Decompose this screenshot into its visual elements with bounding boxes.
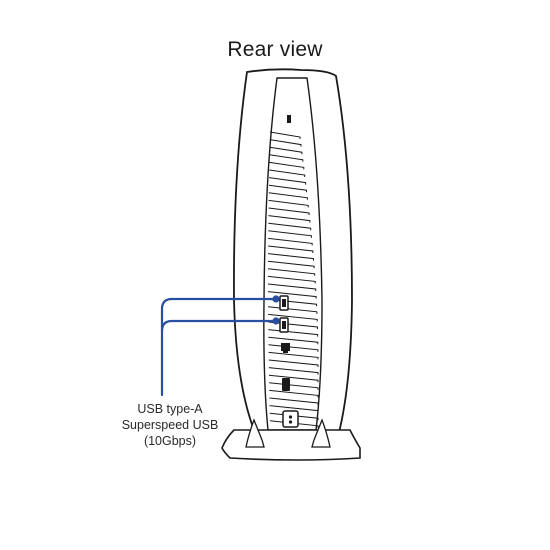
vent-slat — [268, 184, 308, 193]
stand-inner-right — [311, 418, 331, 448]
callout-line-1: USB type-A — [137, 402, 203, 416]
lan-port — [281, 343, 290, 353]
callout-connector — [160, 295, 280, 397]
vent-slat — [268, 359, 319, 367]
vent-slat — [268, 245, 314, 253]
vent-slat — [269, 131, 301, 139]
vent-slat — [267, 275, 316, 284]
vent-slat — [268, 351, 319, 360]
top-slot — [287, 115, 291, 123]
power-port — [282, 410, 299, 428]
usb-callout-label: USB type-A Superspeed USB (10Gbps) — [110, 401, 230, 449]
callout-line-3: (10Gbps) — [143, 434, 197, 448]
vent-slat — [268, 336, 319, 345]
vent-grille — [267, 131, 319, 428]
vent-slat — [268, 177, 307, 185]
vent-slat — [269, 139, 302, 147]
callout-line-2: Superspeed USB — [121, 418, 219, 432]
vent-slat — [269, 397, 319, 405]
vent-slat — [268, 367, 319, 375]
vent-slat — [268, 374, 319, 383]
stand-inner-left — [245, 418, 265, 448]
vent-slat — [268, 222, 312, 231]
vent-slat — [268, 215, 311, 223]
vent-slat — [269, 169, 306, 177]
vent-slat — [267, 283, 317, 291]
vent-slat — [267, 268, 316, 276]
vent-slat — [269, 161, 305, 170]
diagram-title: Rear view — [227, 38, 323, 61]
vent-slat — [268, 230, 312, 238]
vent-slat — [267, 291, 317, 299]
vent-slat — [269, 146, 303, 155]
stand — [221, 429, 361, 461]
vent-slat — [269, 405, 319, 413]
vent-slat — [268, 253, 314, 261]
vent-slat — [268, 192, 308, 200]
vent-slat — [268, 199, 309, 208]
vent-slat — [268, 237, 313, 246]
vent-slat — [267, 260, 315, 269]
vent-slat — [269, 154, 304, 162]
vent-slat — [269, 389, 319, 398]
vent-slat — [268, 207, 310, 215]
vent-slat — [268, 313, 318, 322]
hdmi-port — [282, 378, 290, 391]
